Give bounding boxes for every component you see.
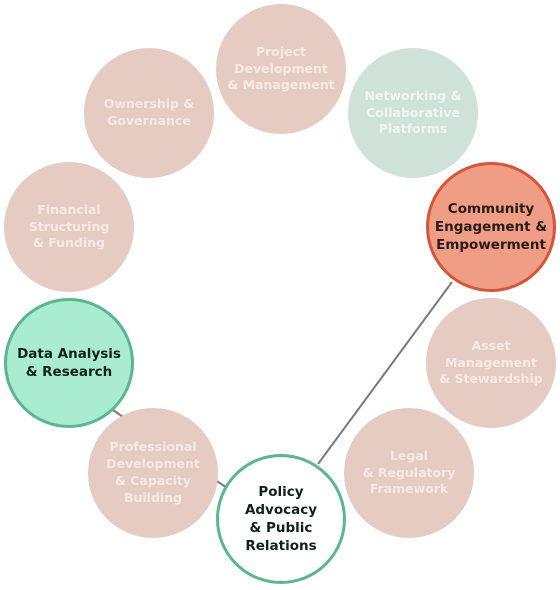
node-ownership-governance[interactable]: Ownership & Governance bbox=[84, 48, 214, 178]
node-project-development-label: Project Development & Management bbox=[227, 43, 335, 93]
node-asset-management[interactable]: Asset Management & Stewardship bbox=[426, 298, 556, 428]
node-community-engagement[interactable]: Community Engagement & Empowerment bbox=[426, 162, 556, 292]
node-asset-management-label: Asset Management & Stewardship bbox=[439, 337, 543, 387]
node-ownership-governance-label: Ownership & Governance bbox=[103, 96, 195, 128]
node-data-analysis[interactable]: Data Analysis & Research bbox=[4, 298, 134, 428]
node-financial-structuring-label: Financial Structuring & Funding bbox=[28, 201, 110, 251]
node-legal-regulatory[interactable]: Legal & Regulatory Framework bbox=[344, 408, 474, 538]
node-community-engagement-label: Community Engagement & Empowerment bbox=[434, 200, 548, 254]
node-financial-structuring[interactable]: Financial Structuring & Funding bbox=[4, 162, 134, 292]
node-legal-regulatory-label: Legal & Regulatory Framework bbox=[362, 447, 456, 497]
node-professional-development[interactable]: Professional Development & Capacity Buil… bbox=[88, 408, 218, 538]
node-networking-platforms-label: Networking & Collaborative Platforms bbox=[364, 87, 462, 137]
node-data-analysis-label: Data Analysis & Research bbox=[17, 345, 121, 380]
node-professional-development-label: Professional Development & Capacity Buil… bbox=[106, 439, 200, 505]
node-project-development[interactable]: Project Development & Management bbox=[216, 4, 346, 134]
node-policy-advocacy-label: Policy Advocacy & Public Relations bbox=[244, 483, 318, 555]
node-policy-advocacy[interactable]: Policy Advocacy & Public Relations bbox=[216, 454, 346, 584]
node-networking-platforms[interactable]: Networking & Collaborative Platforms bbox=[348, 48, 478, 178]
